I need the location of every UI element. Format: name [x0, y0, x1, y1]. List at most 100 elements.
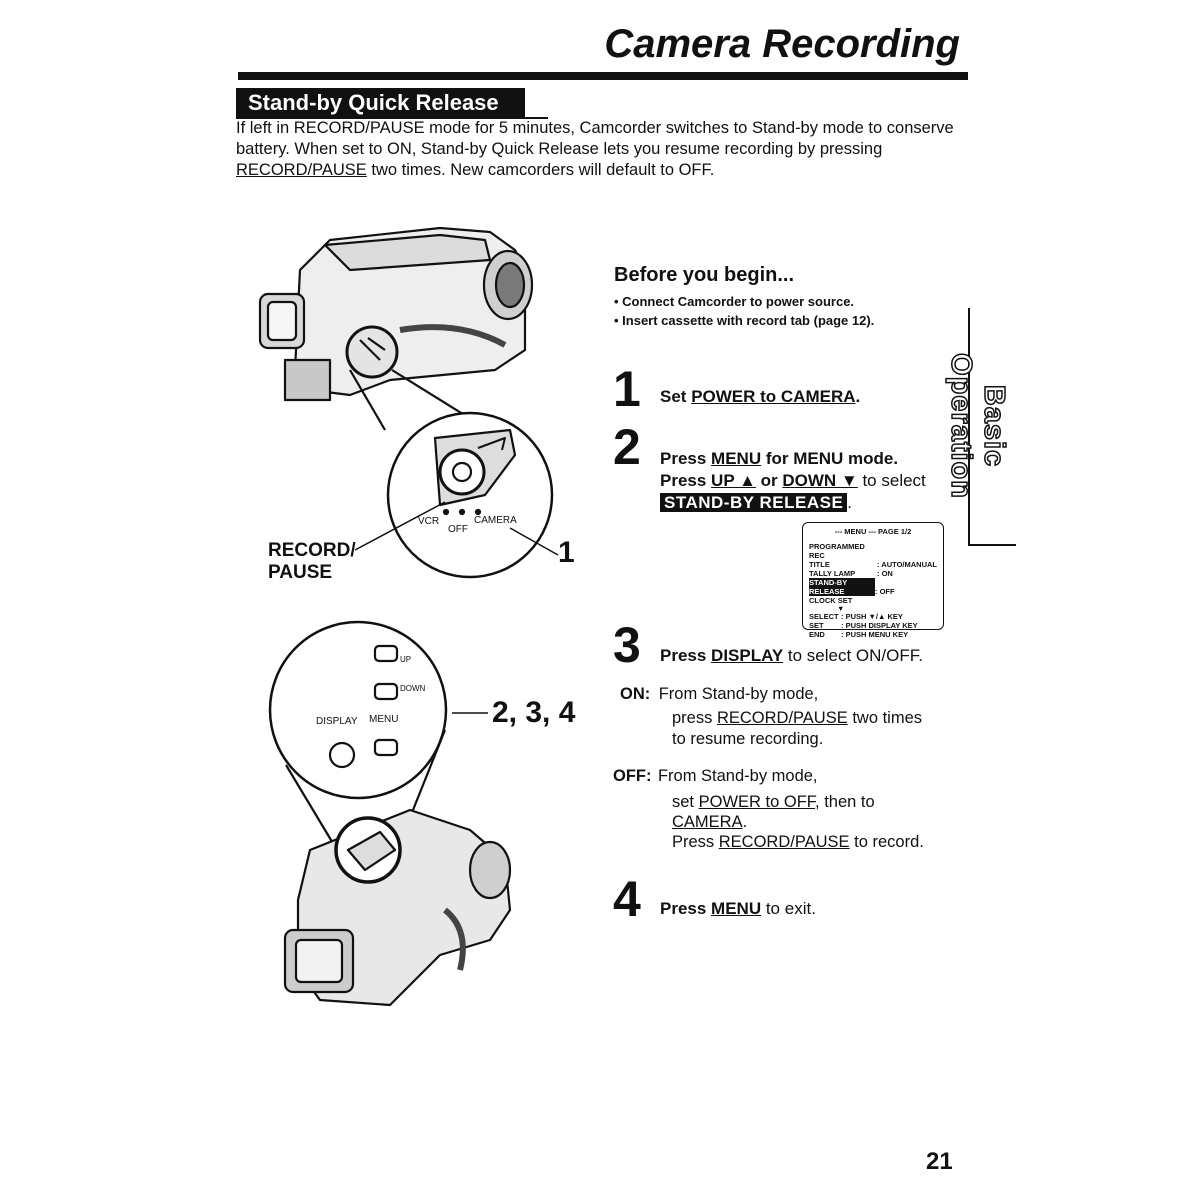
step-2-line2-pre: Press: [660, 471, 712, 490]
step-4-post: to exit.: [761, 899, 816, 918]
off-line2: set POWER to OFF, then to: [672, 792, 875, 812]
step-4-number: 4: [613, 871, 641, 927]
side-tab: Basic Operation: [944, 308, 1016, 546]
dial-camera-label: CAMERA: [474, 515, 517, 526]
list-item: • Insert cassette with record tab (page …: [614, 313, 875, 328]
intro-text-1: If left in RECORD/PAUSE mode for 5 minut…: [236, 119, 954, 158]
menu-row-right: : ON: [877, 569, 893, 578]
off-record-pause: RECORD/PAUSE: [718, 833, 850, 851]
on-label: ON:: [620, 685, 651, 703]
menu-row: SET : PUSH DISPLAY KEY: [809, 621, 937, 630]
on-line3: to resume recording.: [672, 730, 824, 748]
list-item: • Connect Camcorder to power source.: [614, 294, 855, 309]
menu-row: TITLE : AUTO/MANUAL: [809, 560, 937, 569]
off-power-off: POWER to OFF: [698, 793, 816, 811]
menu-screen: --- MENU --- PAGE 1/2 PROGRAMMED REC TIT…: [802, 522, 944, 639]
menu-row-left: TALLY LAMP: [809, 569, 856, 578]
callout-steps-2-3-4: 2, 3, 4: [492, 696, 576, 729]
page-number: 21: [926, 1148, 953, 1175]
menu-row-left: STAND-BY RELEASE: [809, 578, 875, 596]
intro-text-2: two times. New camcorders will default t…: [366, 161, 715, 179]
intro-paragraph: If left in RECORD/PAUSE mode for 5 minut…: [236, 118, 976, 181]
on-line2: press RECORD/PAUSE two times: [672, 708, 922, 728]
step-3-display: DISPLAY: [711, 646, 784, 665]
off-line4-pre: Press: [672, 833, 719, 851]
menu-row-left: CLOCK SET: [809, 596, 853, 605]
menu-row-right: : AUTO/MANUAL: [877, 560, 937, 569]
step-4-pre: Press: [660, 899, 712, 918]
step-2-line1: Press MENU for MENU mode.: [660, 448, 960, 470]
off-line2-pre: set: [672, 793, 699, 811]
before-you-begin-list: • Connect Camcorder to power source. • I…: [614, 292, 874, 330]
page-title: Camera Recording: [604, 22, 960, 66]
callout-step-1: 1: [558, 536, 575, 569]
menu-row: CLOCK SET: [809, 596, 937, 605]
camcorder-illustration: [258, 226, 559, 1007]
menu-row: PROGRAMMED REC: [809, 542, 937, 560]
section-heading: Stand-by Quick Release: [236, 88, 525, 118]
title-rule: [238, 72, 968, 80]
dial-off-label: OFF: [448, 524, 468, 535]
step-1-pre: Set: [660, 387, 692, 406]
step-3-post: to select ON/OFF.: [783, 646, 923, 665]
off-option: OFF: From Stand-by mode,: [613, 766, 818, 786]
side-tab-label: Basic Operation: [944, 352, 1011, 499]
off-line4-post: to record.: [849, 833, 924, 851]
up-button-label: UP: [400, 655, 412, 664]
step-3-pre: Press: [660, 646, 712, 665]
step-2-up: UP ▲: [711, 471, 756, 490]
menu-row-left: SET: [809, 621, 824, 630]
on-line1: From Stand-by mode,: [658, 685, 819, 703]
menu-row: END : PUSH MENU KEY: [809, 630, 937, 639]
menu-row-right: : PUSH DISPLAY KEY: [841, 621, 918, 630]
menu-row-right: : OFF: [875, 587, 895, 596]
on-record-pause: RECORD/PAUSE: [716, 709, 848, 727]
menu-arrow-icon: ▼: [837, 604, 845, 613]
menu-row-right: : PUSH MENU KEY: [841, 630, 909, 639]
before-you-begin-heading: Before you begin...: [614, 264, 795, 286]
on-line2-pre: press: [672, 709, 717, 727]
step-2-standby-release: STAND-BY RELEASE: [660, 493, 848, 512]
step-4-menu: MENU: [711, 899, 762, 918]
menu-row: SELECT: PUSH ▼/▲ KEY: [809, 612, 937, 621]
step-2-line2: Press UP ▲ or DOWN ▼ to select: [660, 470, 960, 492]
step-2-line2-post: to select: [857, 471, 926, 490]
on-option: ON: From Stand-by mode,: [620, 684, 818, 704]
off-line3: CAMERA.: [672, 812, 747, 832]
step-2-mid: for MENU mode.: [761, 449, 899, 468]
off-label: OFF:: [613, 767, 652, 785]
down-button-label: DOWN: [400, 684, 426, 693]
menu-row-right: : PUSH ▼/▲ KEY: [841, 612, 903, 621]
step-1-post: .: [855, 387, 861, 406]
record-pause-label-line2: PAUSE: [268, 562, 333, 583]
dial-vcr-label: VCR: [418, 516, 440, 527]
step-1-power-camera: POWER to CAMERA: [691, 387, 856, 406]
off-line4: Press RECORD/PAUSE to record.: [672, 832, 924, 852]
step-2-end: .: [847, 493, 853, 512]
step-2-down: DOWN ▼: [782, 471, 858, 490]
step-2-text: Press MENU for MENU mode. Press UP ▲ or …: [660, 448, 960, 514]
step-2-menu: MENU: [711, 449, 762, 468]
step-3-text: Press DISPLAY to select ON/OFF.: [660, 645, 923, 667]
step-1-text: Set POWER to CAMERA.: [660, 386, 860, 408]
intro-record-pause: RECORD/PAUSE: [236, 161, 367, 179]
step-2-pre: Press: [660, 449, 712, 468]
step-2-line3: STAND-BY RELEASE.: [660, 492, 960, 514]
record-pause-label-line1: RECORD/: [268, 540, 356, 561]
menu-row: STAND-BY RELEASE: OFF: [809, 578, 937, 596]
display-button-label: DISPLAY: [316, 716, 358, 727]
menu-row-left: TITLE: [809, 560, 830, 569]
on-line2-post: two times: [847, 709, 923, 727]
menu-row: TALLY LAMP : ON: [809, 569, 937, 578]
record-pause-label: RECORD/PAUSE: [268, 540, 356, 584]
menu-button-label: MENU: [369, 714, 399, 725]
section-heading-underline: [236, 117, 548, 119]
step-2-number: 2: [613, 419, 641, 475]
step-2-or: or: [755, 471, 783, 490]
menu-row-left: PROGRAMMED REC: [809, 542, 865, 560]
off-line1: From Stand-by mode,: [657, 767, 818, 785]
off-line3-post: .: [742, 813, 748, 831]
off-line2-post: , then to: [815, 793, 875, 811]
menu-row-left: SELECT: [809, 612, 839, 621]
menu-row-left: END: [809, 630, 825, 639]
